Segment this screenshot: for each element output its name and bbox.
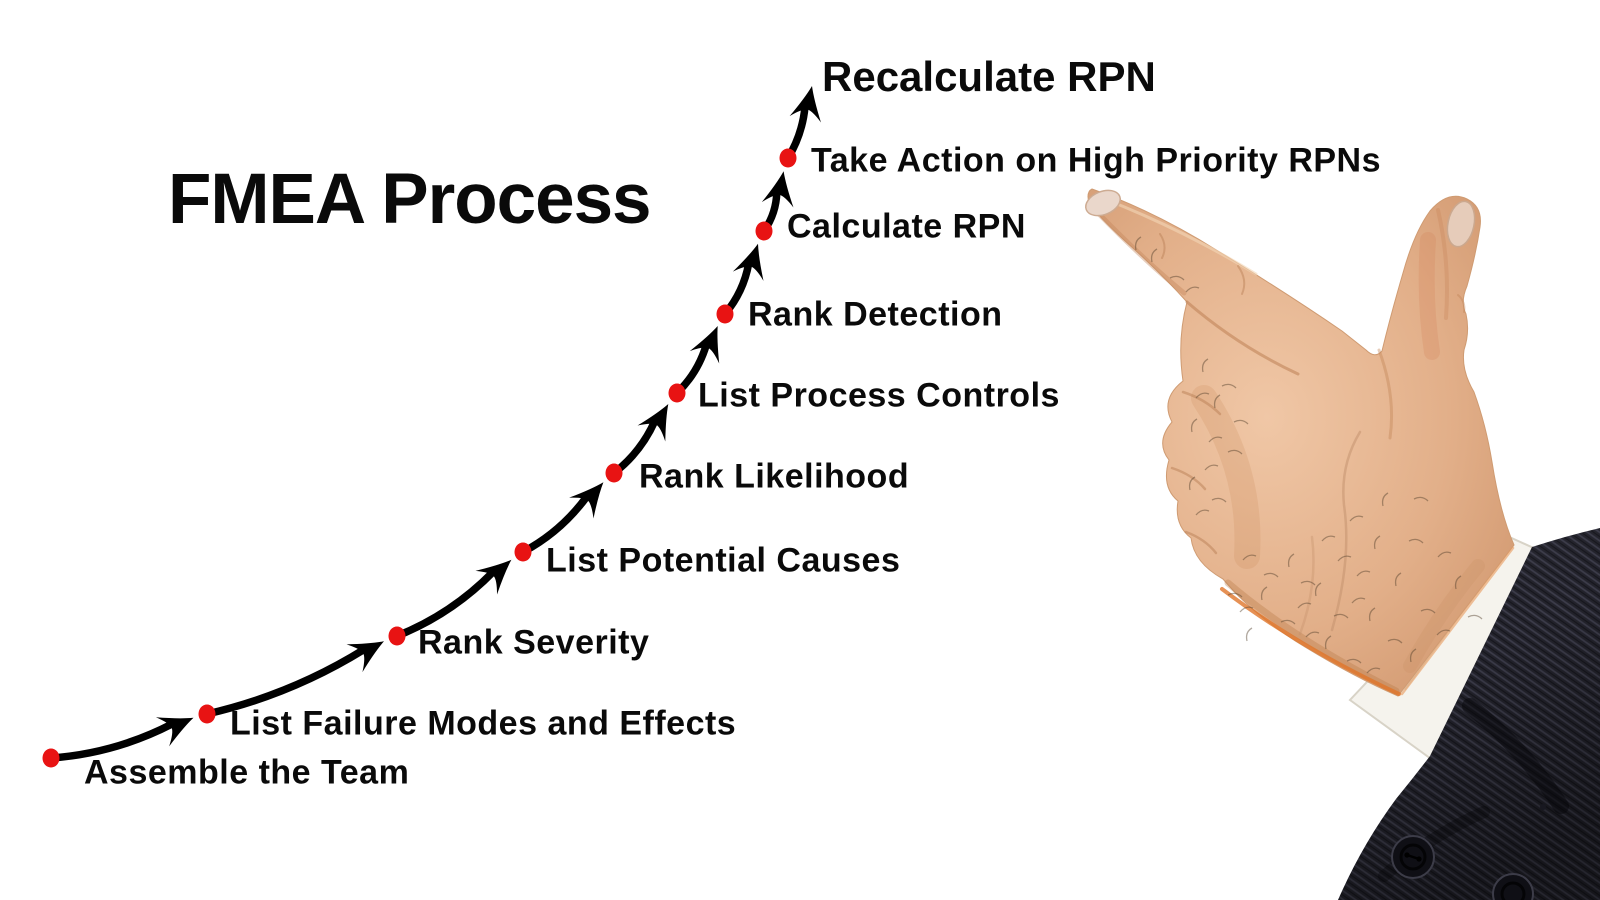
hair-stroke xyxy=(1195,509,1210,516)
hand-shading xyxy=(1095,196,1515,696)
arrowhead-icon xyxy=(637,404,669,442)
hair-stroke xyxy=(1227,592,1243,598)
arrowhead-icon xyxy=(475,559,512,595)
arrowhead-icon xyxy=(761,171,794,208)
hair-stroke xyxy=(1150,248,1158,263)
hair-stroke xyxy=(1190,418,1198,433)
process-step-dot xyxy=(514,542,532,562)
hair-stroke xyxy=(1467,614,1483,620)
hair-stroke xyxy=(1409,648,1417,663)
arrow-shaft xyxy=(611,419,659,476)
process-step-dot xyxy=(198,704,216,724)
buttonhole-dot xyxy=(1540,804,1546,810)
thumb-fingernail xyxy=(1446,200,1476,248)
hair-stroke xyxy=(1204,464,1219,471)
process-step-dot xyxy=(716,304,734,324)
hair-stroke xyxy=(1305,631,1320,638)
process-curve xyxy=(42,86,821,768)
hair-stroke xyxy=(1333,613,1349,619)
hair-stroke xyxy=(1381,492,1389,507)
hair-stroke xyxy=(1413,496,1429,502)
process-step-dot xyxy=(388,626,406,646)
hair-stroke xyxy=(1221,383,1237,389)
arrowhead-icon xyxy=(789,86,821,123)
hair-stroke xyxy=(1394,572,1402,587)
hair-stroke xyxy=(1195,392,1210,399)
hair-stroke xyxy=(1188,476,1196,491)
hair-stroke xyxy=(1185,286,1200,293)
hair-stroke xyxy=(1366,667,1381,674)
arrow-shaft xyxy=(521,494,590,556)
hair-stroke xyxy=(1260,586,1268,601)
hair-stroke xyxy=(1420,608,1436,614)
hair-stroke xyxy=(1201,358,1209,373)
hair-stroke xyxy=(1436,629,1451,636)
hair-stroke xyxy=(1300,580,1316,586)
arrow-shaft xyxy=(50,720,175,762)
hair-stroke xyxy=(1337,555,1352,562)
hand-silhouette xyxy=(1087,188,1515,697)
process-step-dot xyxy=(668,383,686,403)
hair-stroke xyxy=(1297,602,1312,609)
hair-stroke xyxy=(1280,619,1296,625)
hair-stroke xyxy=(1408,538,1424,544)
hand-hair-texture xyxy=(1134,236,1483,674)
hair-stroke xyxy=(1349,515,1364,522)
process-step-dot xyxy=(605,463,623,483)
arrowhead-icon xyxy=(732,243,764,281)
hair-stroke xyxy=(1169,275,1185,281)
hair-stroke xyxy=(1211,497,1227,503)
hair-stroke xyxy=(1346,658,1362,664)
hair-stroke xyxy=(1373,535,1381,550)
sleeve-button xyxy=(1391,835,1435,879)
pointing-hand xyxy=(1085,188,1515,697)
arrow-shaft xyxy=(206,646,366,718)
hair-stroke xyxy=(1368,607,1376,622)
process-step-dot xyxy=(779,148,797,168)
hair-stroke xyxy=(1351,597,1366,604)
process-step-dot xyxy=(42,748,60,768)
suit-sleeve xyxy=(1338,528,1600,900)
hair-stroke xyxy=(1134,236,1142,251)
hair-stroke xyxy=(1227,449,1243,455)
hair-stroke xyxy=(1245,627,1253,642)
arrowhead-icon xyxy=(155,717,194,747)
hair-stroke xyxy=(1356,570,1371,577)
arrowhead-icon xyxy=(346,641,384,673)
hair-stroke xyxy=(1454,575,1462,590)
hair-stroke xyxy=(1208,436,1223,443)
arrowhead-icon xyxy=(689,326,720,364)
hair-stroke xyxy=(1242,554,1257,561)
hair-stroke xyxy=(1287,553,1295,568)
index-fingernail xyxy=(1085,189,1121,217)
hair-stroke xyxy=(1321,535,1336,542)
hair-stroke xyxy=(1387,638,1403,644)
hair-stroke xyxy=(1314,582,1322,597)
hair-stroke xyxy=(1324,635,1332,650)
hair-stroke xyxy=(1263,572,1279,578)
hair-stroke xyxy=(1233,419,1249,425)
arrowhead-icon xyxy=(569,482,604,519)
process-step-dot xyxy=(755,221,773,241)
arrow-shaft xyxy=(395,569,496,640)
hair-stroke xyxy=(1437,551,1452,558)
page-title: FMEA Process xyxy=(168,159,652,239)
hair-stroke xyxy=(1239,606,1254,613)
hair-stroke xyxy=(1213,394,1221,409)
sleeve-button xyxy=(1492,873,1534,900)
